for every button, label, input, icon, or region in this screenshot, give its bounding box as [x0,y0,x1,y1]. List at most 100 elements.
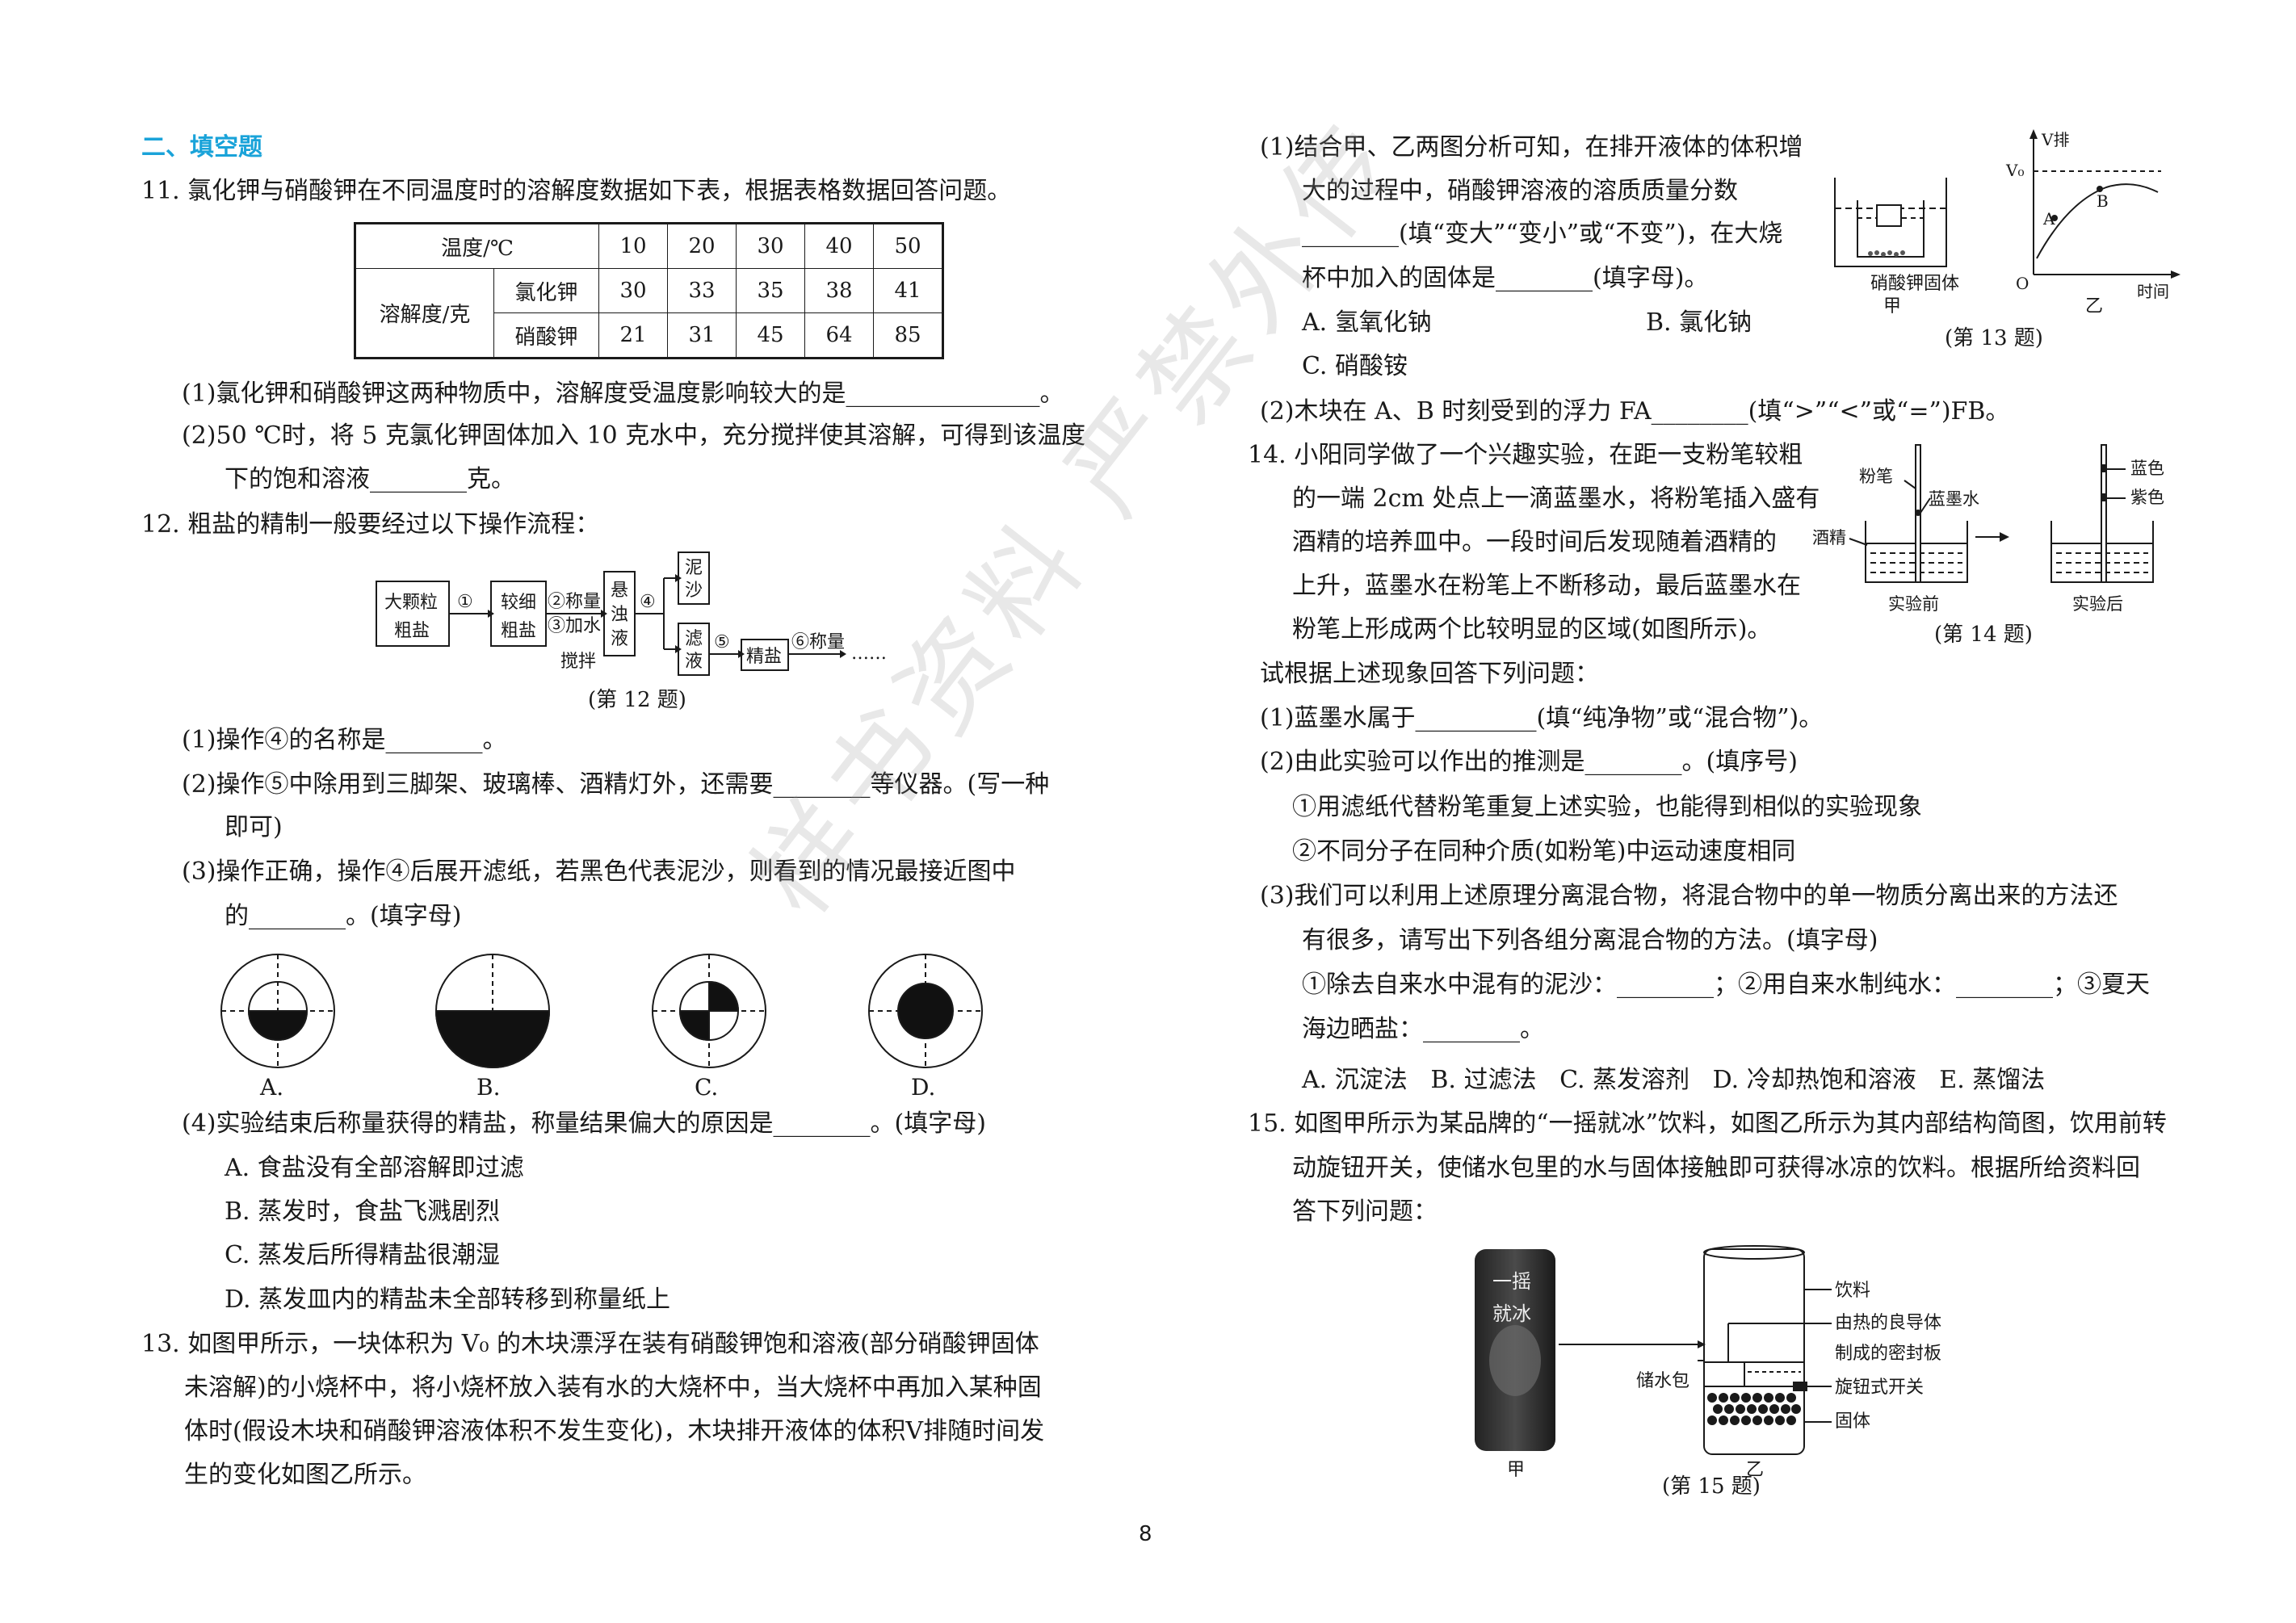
q12-filter-paper-options: A. B. C. D. [220,954,983,1098]
flow-box-text: 大颗粒 [384,593,438,613]
q14-line-5: 粉笔上形成两个比较明显的区域(如图所示)。 [1292,615,1772,644]
flow-box-text: 粗盐 [501,621,536,641]
q14-part3b: 有很多，请写出下列各组分离混合物的方法。(填字母) [1302,926,1878,954]
q13-part1b: 大的过程中，硝酸钾溶液的溶质质量分数 [1302,177,1738,205]
q12-part2b: 即可) [225,813,283,841]
flow-step: 搅拌 [560,652,596,672]
q13-figure: 硝酸钾固体 甲 V排 V₀ O A B 时间 乙 [1834,129,2181,317]
q12-part3a: (3)操作正确，操作④后展开滤纸，若黑色代表泥沙，则看到的情况最接近图中 [182,858,1016,886]
flow-box-text: 滤 [685,629,703,649]
can-text-2: 就冰 [1492,1302,1531,1325]
q12-flow-chart: 大颗粒 粗盐 ① 较细 粗盐 ②称量 ③加水 搅拌 悬 浊 液 ④ 泥 沙 滤 … [376,551,887,676]
flow-box-text: 粗盐 [394,621,430,641]
q13-part1d: 杯中加入的固体是________(填字母)。 [1302,264,1709,292]
q13-option-b: B. 氯化钠 [1646,308,1752,337]
q15-figure-caption: (第 15 题) [1662,1474,1761,1499]
q11-part1: (1)氯化钾和硝酸钾这两种物质中，溶解度受温度影响较大的是___________… [182,380,1064,408]
point-a-label: A [2042,209,2055,229]
q12-part1: (1)操作④的名称是________。 [182,726,507,754]
q12-choice-d: D. 蒸发皿内的精盐未全部转移到称量纸上 [225,1285,671,1314]
beaker-label: 硝酸钾固体 [1870,274,1959,294]
solid-label: 固体 [1835,1411,1870,1432]
q14-line-4: 上升，蓝墨水在粉笔上不断移动，最后蓝墨水在 [1292,572,1801,600]
q14-line-1: 14. 小阳同学做了一个兴趣实验，在距一支粉笔较粗 [1248,441,1803,469]
flow-step: ②称量 [548,592,601,612]
q15-line-2: 动旋钮开关，使储水包里的水与固体接触即可获得冰凉的饮料。根据所给资料回 [1292,1154,2140,1182]
kno3-cell: 85 [873,312,943,359]
water-bag-label: 储水包 [1636,1371,1689,1391]
q15-line-3: 答下列问题： [1292,1197,1438,1226]
temp-cell: 50 [873,223,943,269]
kno3-cell: 45 [736,312,805,359]
fig-yi-label: 乙 [2085,296,2103,317]
q12-part2a: (2)操作⑤中除用到三脚架、玻璃棒、酒精灯外，还需要________等仪器。(写… [182,770,1050,799]
blue-label: 蓝色 [2130,459,2164,478]
flow-box-text: 悬 [611,581,628,601]
kno3-cell: 21 [598,312,668,359]
kcl-label: 氯化钾 [493,268,599,313]
q14-figure: 粉笔 蓝墨水 酒精 蓝色 紫色 实验前 实验后 [1812,444,2164,614]
flow-box-text: 精盐 [746,647,782,667]
plate-label-2: 制成的密封板 [1835,1344,1941,1364]
q11-part2a: (2)50 ℃时，将 5 克氯化钾固体加入 10 克水中，充分搅拌使其溶解，可得… [182,421,1086,450]
v0-label: V₀ [2005,161,2024,180]
q14-part3a: (3)我们可以利用上述原理分离混合物，将混合物中的单一物质分离出来的方法还 [1260,882,2118,910]
q14-options: A. 沉淀法 B. 过滤法 C. 蒸发溶剂 D. 冷却热饱和溶液 E. 蒸馏法 [1302,1066,2046,1094]
flow-ellipsis: …… [851,644,887,664]
q14-line-3: 酒精的培养皿中。一段时间后发现随着酒精的 [1292,528,1777,556]
q14-part3c: ①除去自来水中混有的泥沙：________；②用自来水制纯水：________；… [1302,971,2150,999]
q14-statement-2: ②不同分子在同种介质(如粉笔)中运动速度相同 [1292,837,1796,866]
q12-stem: 12. 粗盐的精制一般要经过以下操作流程： [141,510,600,539]
before-label: 实验前 [1888,594,1939,614]
section-title: 二、填空题 [141,133,262,161]
q14-statement-1: ①用滤纸代替粉笔重复上述实验，也能得到相似的实验现象 [1292,793,1922,821]
ink-label: 蓝墨水 [1929,489,1979,509]
kcl-cell: 30 [598,268,668,313]
q13-stem-3: 体时(假设木块和硝酸钾溶液体积不发生变化)，木块排开液体的体积V排随时间发 [184,1417,1045,1445]
q14-line-6: 试根据上述现象回答下列问题： [1260,660,1599,688]
table-row: 温度/℃ 10 20 30 40 50 [355,223,943,269]
q15-line-1: 15. 如图甲所示为某品牌的“一摇就冰”饮料，如图乙所示为其内部结构简图，饮用前… [1248,1109,2167,1138]
q13-part2: (2)木块在 A、B 时刻受到的浮力 FA________(填“>”“<”或“=… [1260,397,2010,426]
drink-label: 饮料 [1835,1281,1870,1301]
fig-jia-label: 甲 [1507,1460,1525,1480]
option-label: D. [911,1074,935,1098]
flow-step: ③加水 [548,616,601,636]
q14-part1: (1)蓝墨水属于__________(填“纯净物”或“混合物”)。 [1260,704,1824,732]
flow-box-text: 浊 [611,605,628,625]
solubility-header: 溶解度/克 [355,268,494,359]
q12-choice-c: C. 蒸发后所得精盐很潮湿 [225,1241,500,1269]
temp-cell: 40 [804,223,874,269]
q14-part2: (2)由此实验可以作出的推测是________。(填序号) [1260,748,1798,776]
point-b-label: B [2097,191,2109,211]
solubility-table: 温度/℃ 10 20 30 40 50 溶解度/克 氯化钾 30 33 35 3… [354,222,944,359]
after-label: 实验后 [2072,594,2123,614]
flow-box-text: 泥 [685,558,703,578]
q13-stem-4: 生的变化如图乙所示。 [184,1461,426,1489]
q13-option-c: C. 硝酸铵 [1302,352,1408,380]
flow-box-text: 液 [611,629,628,649]
option-label: C. [695,1074,718,1098]
flow-step: ⑥称量 [791,632,845,652]
q15-figure: 一摇 就冰 饮料 由热的良导体 制成的密封板 储水包 旋钮式开关 固体 甲 [1475,1245,1941,1480]
origin-label: O [2016,274,2029,293]
purple-label: 紫色 [2130,488,2164,507]
flow-box-text: 沙 [685,581,703,601]
q13-part1a: (1)结合甲、乙两图分析可知，在排开液体的体积增 [1260,133,1803,161]
temp-cell: 30 [736,223,805,269]
temp-header: 温度/℃ [355,223,599,269]
chalk-label: 粉笔 [1859,467,1893,486]
kcl-cell: 33 [667,268,737,313]
temp-cell: 20 [667,223,737,269]
q11-part2b: 下的饱和溶液________克。 [225,465,515,493]
kcl-cell: 41 [873,268,943,313]
option-label: B. [476,1074,500,1098]
table-row: 溶解度/克 氯化钾 30 33 35 38 41 [355,268,943,359]
kcl-cell: 35 [736,268,805,313]
flow-box-text: 液 [685,652,703,672]
kno3-cell: 64 [804,312,874,359]
flow-step: ④ [640,592,656,612]
option-label: A. [259,1074,283,1098]
q13-stem-1: 13. 如图甲所示，一块体积为 V₀ 的木块漂浮在装有硝酸钾饱和溶液(部分硝酸钾… [141,1330,1039,1358]
q12-choice-a: A. 食盐没有全部溶解即过滤 [225,1154,524,1182]
